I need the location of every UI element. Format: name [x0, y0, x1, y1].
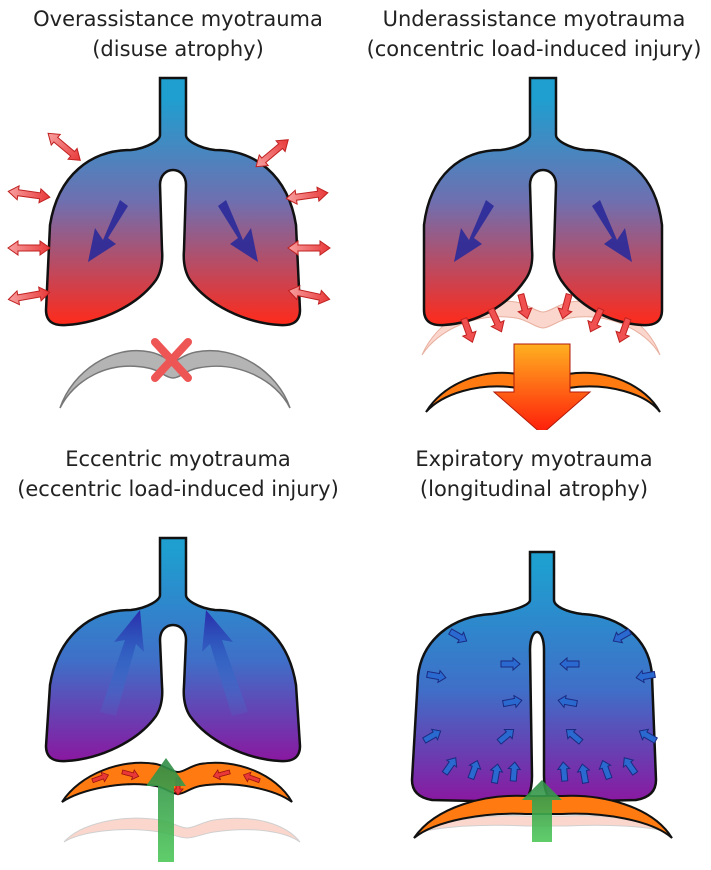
overassistance-illustration [0, 0, 356, 430]
lungs [46, 538, 300, 761]
panel-overassistance: Overassistance myotrauma (disuse atrophy… [0, 0, 356, 430]
expiratory-illustration [356, 440, 711, 870]
eccentric-illustration [0, 440, 356, 870]
lungs [424, 78, 662, 325]
diaphragm-faded [64, 818, 300, 842]
panel-underassistance: Underassistance myotrauma (concentric lo… [356, 0, 711, 430]
underassistance-illustration [356, 0, 711, 430]
panel-eccentric: Eccentric myotrauma (eccentric load-indu… [0, 440, 356, 870]
panel-expiratory: Expiratory myotrauma (longitudinal atrop… [356, 440, 711, 870]
lungs [46, 78, 300, 325]
